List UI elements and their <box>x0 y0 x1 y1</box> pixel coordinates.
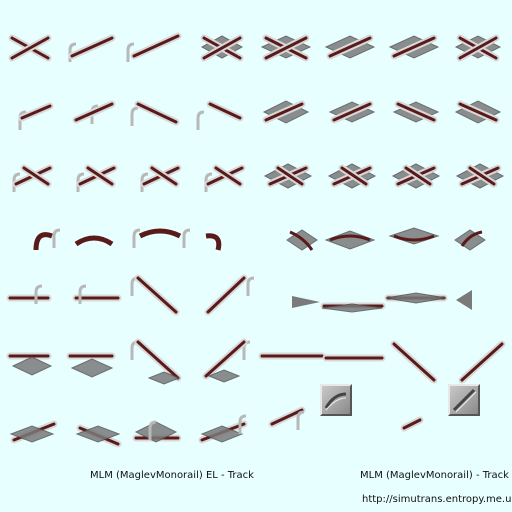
curve-track-icon[interactable] <box>320 384 352 416</box>
r5-c2-pillar <box>78 284 87 304</box>
r2-c3-rail <box>136 102 178 124</box>
r7-c3-pillar <box>148 420 157 440</box>
r4-c3b-pillar <box>182 228 191 248</box>
r5-c4-rail <box>206 276 246 314</box>
r4-c7-curve <box>393 234 435 242</box>
r1-c4-b-rail <box>202 36 242 60</box>
r6-c4-ballast <box>207 369 241 383</box>
r4-c2-curve <box>74 235 114 247</box>
r2-c7-rail <box>396 102 436 122</box>
r7-c4-ballast <box>200 425 244 443</box>
r3-c8-b-rail <box>468 166 496 186</box>
straight-glyph <box>452 388 477 413</box>
r1-c3-pillar <box>126 42 135 62</box>
r5-c3-rail <box>136 276 178 314</box>
r2-c6-rail <box>332 102 372 122</box>
straight-track-icon[interactable] <box>448 384 480 416</box>
r5-c6-ballast <box>321 303 383 313</box>
r3-c1-pillar <box>12 172 21 192</box>
r1-c3-rail <box>132 34 180 58</box>
r4-c1-curve <box>33 232 53 251</box>
website-caption: http://simutrans.entropy.me.uk <box>362 494 512 505</box>
curve-glyph <box>324 392 347 411</box>
r5-c8-ballast <box>456 290 472 310</box>
r6-c1-ballast <box>11 356 53 376</box>
r4-c3-curve <box>138 228 182 239</box>
r6-c4-rail <box>204 340 246 378</box>
r1-c2-pillar <box>68 42 77 62</box>
r7-c7-rail <box>402 418 422 430</box>
r6-c7-rail <box>392 342 436 382</box>
ground-track-caption: MLM (MaglevMonorail) - Track <box>360 470 509 481</box>
r6-c3-rail <box>136 340 180 380</box>
r4-c5-curve <box>289 230 314 251</box>
r1-c2-rail <box>70 36 114 58</box>
r6-c3-ballast <box>147 371 181 385</box>
r3-c3-b-rail <box>150 166 178 186</box>
r2-c3-pillar <box>130 106 139 126</box>
r6-c8-rail <box>460 342 504 382</box>
r2-c4-rail <box>208 102 242 120</box>
r1-c1-b-rail <box>10 36 50 60</box>
r2-c2-rail <box>74 102 114 122</box>
r5-c5-ballast <box>292 296 320 308</box>
r4-c6-curve <box>329 234 371 242</box>
r3-c6-b-rail <box>340 166 368 186</box>
r3-c3-pillar <box>140 172 149 192</box>
r7-c5-pillar <box>296 410 305 430</box>
r5-c7-ballast <box>385 292 447 304</box>
r2-c5-rail <box>264 102 304 122</box>
r7-c1-ballast <box>9 425 55 443</box>
r3-c2-b-rail <box>86 166 114 186</box>
r2-c4-pillar <box>196 110 205 130</box>
r7-c5-rail <box>270 408 304 426</box>
r3-c1-b-rail <box>22 166 50 186</box>
r1-c5-b-rail <box>264 36 308 60</box>
r7-c2-ballast <box>75 425 121 443</box>
r3-c7-b-rail <box>404 166 432 186</box>
r1-c8-b-rail <box>458 36 498 60</box>
r3-c2-pillar <box>76 172 85 192</box>
r3-c4-pillar <box>204 172 213 192</box>
r5-c4-pillar <box>246 276 255 296</box>
r6-c2-ballast <box>70 358 114 378</box>
r5-c1-pillar <box>34 284 43 304</box>
r4-c8-curve <box>460 230 483 247</box>
r3-c4-b-rail <box>214 166 242 186</box>
r4-c4-curve <box>205 233 222 251</box>
r4-c6-ballast <box>324 230 376 250</box>
r1-c6-rail <box>328 36 372 58</box>
r4-c1-pillar <box>52 228 61 248</box>
elevated-track-caption: MLM (MaglevMonorail) EL - Track <box>90 470 254 481</box>
r3-c5-b-rail <box>276 166 304 186</box>
r7-c4-pillar <box>238 414 247 434</box>
r2-c8-rail <box>458 102 498 122</box>
r4-c3a-pillar <box>132 228 141 248</box>
r1-c7-rail <box>392 36 436 58</box>
r2-c1-rail <box>20 104 52 120</box>
